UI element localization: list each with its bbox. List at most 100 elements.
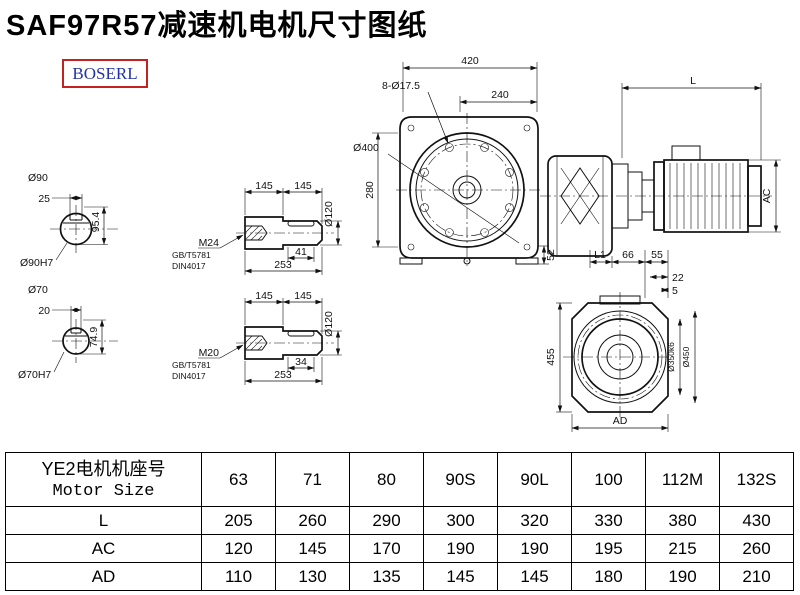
dim-m20-len2: 145 bbox=[294, 290, 312, 302]
label-shaft70-bore: Ø70H7 bbox=[18, 369, 51, 381]
table-row-AC: AC 120 145 170 190 190 195 215 260 bbox=[5, 534, 794, 563]
dim-front-width: 420 bbox=[461, 55, 479, 67]
value-cell: 190 bbox=[645, 562, 720, 591]
housing-outline bbox=[399, 116, 539, 259]
value-cell: 430 bbox=[719, 506, 794, 535]
dim-shaft90-height: 95.4 bbox=[90, 212, 102, 233]
shaft-m20-outline bbox=[244, 326, 323, 360]
dim-flange-ad: AD bbox=[613, 415, 628, 427]
dim-shaft90-diameter: Ø90 bbox=[28, 172, 48, 184]
value-cell: 135 bbox=[349, 562, 424, 591]
dim-shaft70-diameter: Ø70 bbox=[28, 284, 48, 296]
dim-22: 22 bbox=[672, 272, 684, 284]
value-cell: 260 bbox=[275, 506, 350, 535]
shaft-m24-outline bbox=[244, 216, 323, 250]
dim-m24-len2: 145 bbox=[294, 180, 312, 192]
size-cell: 63 bbox=[201, 452, 276, 507]
dim-front-height: 280 bbox=[364, 181, 376, 199]
label-m24-std1: GB/T5781 bbox=[172, 250, 211, 260]
value-cell: 145 bbox=[497, 562, 572, 591]
dim-motor-length: L bbox=[690, 75, 696, 87]
size-cell: 90L bbox=[497, 452, 572, 507]
dim-front-diameter: Ø400 bbox=[353, 142, 379, 154]
dim-m24-total: 253 bbox=[274, 259, 292, 271]
dim-flange-outer: Ø450 bbox=[681, 346, 691, 367]
table-row-AD: AD 110 130 135 145 145 180 190 210 bbox=[5, 562, 794, 591]
flange-body-outline bbox=[571, 302, 669, 413]
value-cell: 205 bbox=[201, 506, 276, 535]
gearbox-section bbox=[547, 155, 613, 257]
dim-5: 5 bbox=[672, 285, 678, 297]
label-m20-std1: GB/T5781 bbox=[172, 360, 211, 370]
row-label: AC bbox=[5, 534, 202, 563]
dim-front-width2: 240 bbox=[491, 89, 509, 101]
dim-55: 55 bbox=[651, 249, 663, 261]
dim-shaft90-key-width: 25 bbox=[38, 193, 50, 205]
dim-66: 66 bbox=[622, 249, 634, 261]
value-cell: 120 bbox=[201, 534, 276, 563]
dim-m24-diameter: Ø120 bbox=[323, 201, 335, 227]
brand-logo: BOSERL bbox=[62, 59, 148, 88]
output-flange-view: 455 Ø350k6 Ø450 AD bbox=[545, 292, 698, 432]
dim-m24-len1: 145 bbox=[255, 180, 273, 192]
shaft-end-view-70: 20 Ø70 74.9 Ø70H7 bbox=[18, 284, 118, 381]
value-cell: 210 bbox=[719, 562, 794, 591]
dim-m20-key-len: 34 bbox=[295, 356, 307, 368]
row-label: L bbox=[5, 506, 202, 535]
label-m24-std2: DIN4017 bbox=[172, 261, 206, 271]
dim-l1: L1 bbox=[594, 249, 606, 261]
motor-side-view: L AC L1 66 55 22 5 bbox=[540, 75, 781, 298]
dim-m24-key-len: 41 bbox=[295, 246, 307, 258]
size-cell: 71 bbox=[275, 452, 350, 507]
dim-motor-ac: AC bbox=[761, 188, 773, 203]
label-bolt-holes: 8-Ø17.5 bbox=[382, 80, 420, 92]
size-cell: 90S bbox=[423, 452, 498, 507]
value-cell: 180 bbox=[571, 562, 646, 591]
table-row-L: L 205 260 290 300 320 330 380 430 bbox=[5, 506, 794, 535]
dim-shaft70-height: 74.9 bbox=[88, 327, 100, 348]
size-cell: 112M bbox=[645, 452, 720, 507]
gearbox-front-view: 420 240 8-Ø17.5 Ø400 280 52 bbox=[353, 55, 557, 266]
label-shaft90-bore: Ø90H7 bbox=[20, 257, 53, 269]
label-m20-thread: M20 bbox=[199, 347, 220, 359]
dim-flange-spigot: Ø350k6 bbox=[666, 342, 676, 372]
row-label: AD bbox=[5, 562, 202, 591]
solid-shaft-view-m20: 145 145 Ø120 M20 GB/T5781 DIN4017 34 253 bbox=[172, 290, 342, 385]
dim-m20-diameter: Ø120 bbox=[323, 311, 335, 337]
value-cell: 215 bbox=[645, 534, 720, 563]
value-cell: 190 bbox=[423, 534, 498, 563]
value-cell: 190 bbox=[497, 534, 572, 563]
value-cell: 380 bbox=[645, 506, 720, 535]
table-header-en: Motor Size bbox=[52, 481, 155, 501]
value-cell: 290 bbox=[349, 506, 424, 535]
size-cell: 100 bbox=[571, 452, 646, 507]
shaft-70-bore-circle bbox=[62, 327, 90, 355]
value-cell: 260 bbox=[719, 534, 794, 563]
value-cell: 195 bbox=[571, 534, 646, 563]
size-cell: 132S bbox=[719, 452, 794, 507]
dim-shaft70-key-width: 20 bbox=[38, 305, 50, 317]
dim-m20-total: 253 bbox=[274, 369, 292, 381]
table-header-name-cell: YE2电机机座号 Motor Size bbox=[5, 452, 202, 507]
value-cell: 300 bbox=[423, 506, 498, 535]
shaft-end-view-90: 25 Ø90 95.4 Ø90H7 bbox=[20, 172, 120, 269]
shaft-90-bore-circle bbox=[59, 212, 93, 246]
size-cell: 80 bbox=[349, 452, 424, 507]
table-header-cn: YE2电机机座号 bbox=[41, 458, 166, 479]
value-cell: 145 bbox=[275, 534, 350, 563]
terminal-box bbox=[671, 145, 701, 161]
value-cell: 330 bbox=[571, 506, 646, 535]
page-title: SAF97R57减速机电机尺寸图纸 bbox=[6, 10, 428, 42]
value-cell: 170 bbox=[349, 534, 424, 563]
label-m24-thread: M24 bbox=[199, 237, 220, 249]
table-header-row: YE2电机机座号 Motor Size 63 71 80 90S 90L 100… bbox=[5, 452, 794, 507]
value-cell: 320 bbox=[497, 506, 572, 535]
solid-shaft-view-m24: 145 145 Ø120 M24 GB/T5781 DIN4017 41 253 bbox=[172, 180, 342, 275]
fan-cover bbox=[747, 165, 762, 227]
dim-flange-height: 455 bbox=[545, 348, 557, 366]
value-cell: 145 bbox=[423, 562, 498, 591]
value-cell: 130 bbox=[275, 562, 350, 591]
value-cell: 110 bbox=[201, 562, 276, 591]
